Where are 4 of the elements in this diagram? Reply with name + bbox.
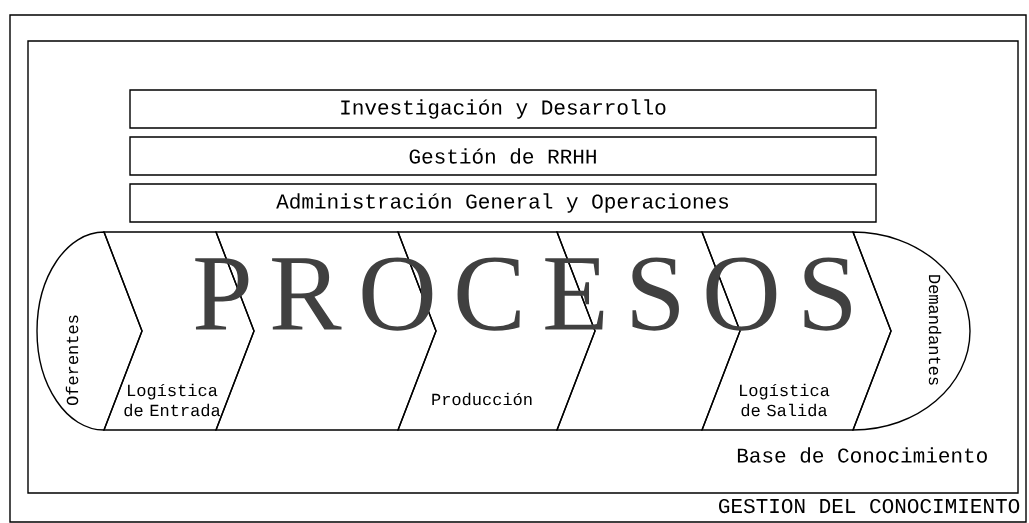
process-bar: Gestión de RRHH bbox=[129, 136, 877, 176]
process-bar: Administración General y Operaciones bbox=[129, 183, 877, 223]
process-bar: Investigación y Desarrollo bbox=[129, 89, 877, 129]
end-cap: Demandantes bbox=[852, 231, 971, 431]
